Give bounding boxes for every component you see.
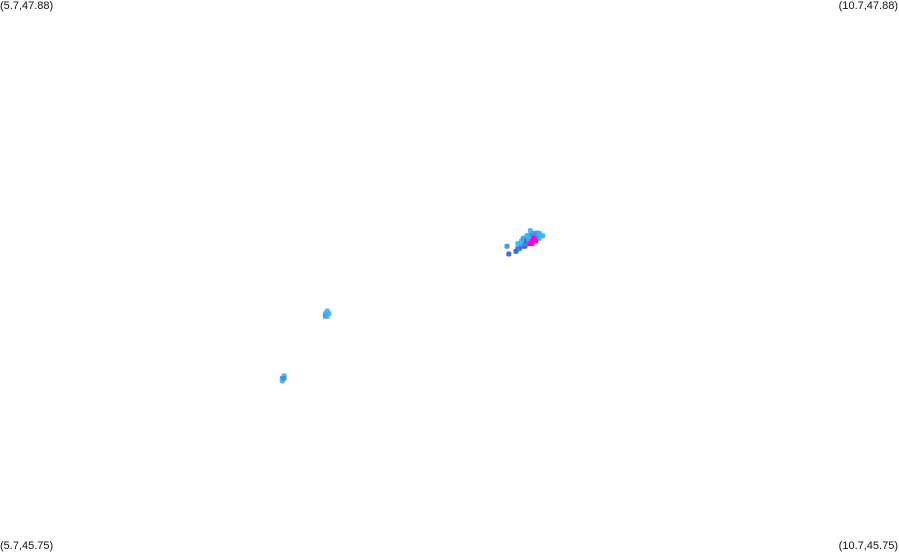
map-point — [515, 241, 521, 247]
corner-label-bottom-left: (5.7,45.75) — [0, 540, 54, 552]
corner-label-bottom-right: (10.7,45.75) — [838, 540, 898, 552]
corner-label-top-right: (10.7,47.88) — [838, 0, 898, 12]
map-point — [524, 233, 530, 239]
map-point — [527, 228, 533, 234]
map-point — [324, 313, 330, 319]
map-point — [506, 251, 512, 257]
map-point — [504, 243, 510, 249]
map-point — [536, 230, 542, 236]
map-point — [529, 238, 535, 244]
map-point — [281, 375, 287, 381]
corner-label-top-left: (5.7,47.88) — [0, 0, 54, 12]
